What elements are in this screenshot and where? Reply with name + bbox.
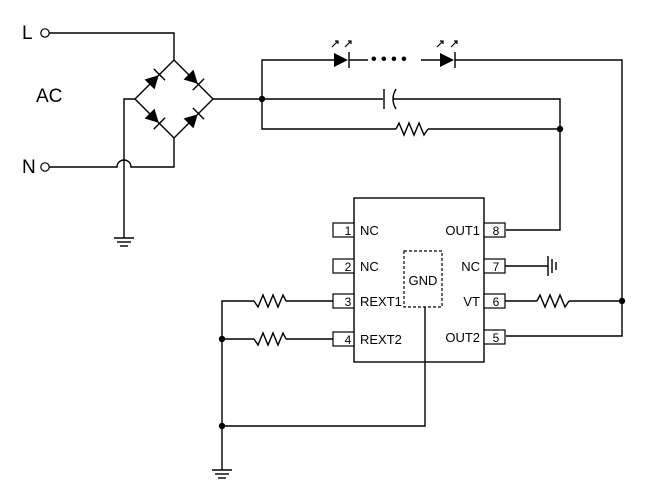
wire-bridge-negative	[123, 98, 135, 238]
pin-6-number: 6	[493, 295, 500, 309]
pin-2-number: 2	[345, 260, 352, 274]
pin-3-number: 3	[345, 295, 352, 309]
pin-5-number: 5	[493, 331, 500, 345]
resistor-rext1	[253, 293, 287, 309]
ic-gnd-pad	[403, 250, 443, 308]
ground-symbol-bridge	[114, 237, 134, 247]
terminal-l-label: L	[22, 23, 33, 44]
ic-pin-4: 4 REXT2	[332, 331, 402, 347]
node-rext2	[218, 335, 226, 343]
wire-n	[49, 138, 175, 168]
ic-pin-8: 8 OUT1	[445, 222, 506, 238]
node-vt	[618, 297, 626, 305]
bridge-diode-1	[144, 68, 166, 90]
ic-pin-6: 6 VT	[463, 293, 506, 309]
pin-2-name: NC	[360, 259, 379, 274]
bridge-diode-2	[183, 69, 205, 91]
terminal-n-circle	[40, 162, 50, 172]
pin-6-name: VT	[463, 294, 480, 309]
resistor-rext2	[253, 331, 287, 347]
ic-pin-3: 3 REXT1	[332, 293, 402, 309]
pin-1-number: 1	[345, 224, 352, 238]
pin-4-name: REXT2	[360, 332, 402, 347]
wire-led-output	[455, 59, 623, 337]
ic-body	[353, 197, 485, 363]
led-n	[436, 40, 458, 68]
ic-pin-1: 1 NC	[332, 222, 379, 238]
bridge-diode-4	[183, 107, 205, 129]
ac-source-label: AC	[36, 86, 62, 107]
wire-res-left	[261, 99, 396, 130]
resistor-vt	[536, 293, 570, 309]
wire-cap-right	[393, 98, 561, 129]
pin-4-number: 4	[345, 333, 352, 347]
pin-3-name: REXT1	[360, 294, 402, 309]
pin-5-name: OUT2	[445, 330, 480, 345]
wire-ic-gnd	[222, 307, 426, 427]
terminal-n-label: N	[22, 157, 36, 178]
terminal-l-circle	[40, 28, 50, 38]
ic-pin-7: 7 NC	[461, 258, 506, 274]
ic-pin-5: 5 OUT2	[445, 329, 506, 345]
wire-out1	[506, 129, 561, 231]
ground-symbol-pin7	[547, 256, 557, 276]
led-chain-ellipsis: • • • •	[371, 51, 407, 68]
pin-8-name: OUT1	[445, 223, 480, 238]
wire-l	[49, 32, 175, 60]
led-1	[331, 40, 352, 68]
pin-8-number: 8	[493, 224, 500, 238]
bridge-diode-3	[144, 108, 166, 130]
bridge-rectifier	[134, 59, 214, 139]
pin-7-number: 7	[493, 260, 500, 274]
wire-rext1-return	[221, 300, 254, 426]
pin-1-name: NC	[360, 223, 379, 238]
ic-gnd-label: GND	[409, 273, 438, 288]
pin-7-name: NC	[461, 259, 480, 274]
ground-symbol-ic	[212, 469, 232, 479]
wire-led-input	[261, 59, 334, 99]
resistor-bypass	[395, 121, 429, 137]
ic-pin-2: 2 NC	[332, 258, 379, 274]
